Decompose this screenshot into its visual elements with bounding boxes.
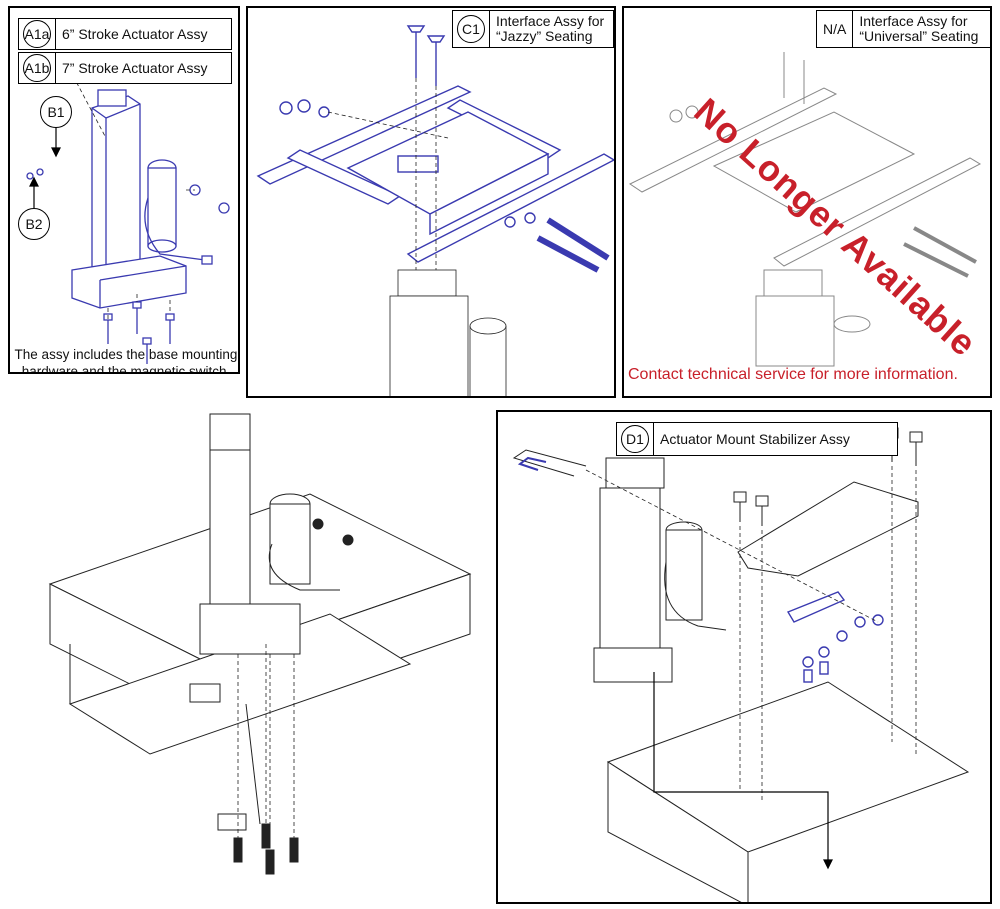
assembled-frame-illustration (48, 413, 472, 875)
contact-service-note: Contact technical service for more infor… (628, 366, 958, 383)
panel-interface-universal: N/A Interface Assy for “Universal” Seati… (622, 6, 992, 398)
part-code-a1b: A1b (23, 54, 51, 82)
callout-b2: B2 (18, 208, 50, 240)
part-label-d1: Actuator Mount Stabilizer Assy (660, 430, 850, 447)
interface-jazzy-illustration (256, 25, 614, 396)
part-label-na: Interface Assy for “Universal” Seating (859, 13, 979, 44)
part-code-d1: D1 (621, 425, 649, 453)
interface-universal-illustration (629, 52, 982, 367)
part-label-a1b: 7” Stroke Actuator Assy (62, 59, 208, 76)
callout-b1: B1 (40, 96, 72, 128)
part-header-na: N/A Interface Assy for “Universal” Seati… (816, 10, 990, 48)
part-header-c1: C1 Interface Assy for “Jazzy” Seating (452, 10, 614, 48)
part-code-na: N/A (817, 11, 854, 47)
panel-interface-jazzy: C1 Interface Assy for “Jazzy” Seating (246, 6, 616, 398)
assy-note: The assy includes the base mounting hard… (14, 347, 238, 374)
part-label-a1a: 6” Stroke Actuator Assy (62, 25, 208, 42)
part-label-c1: Interface Assy for “Jazzy” Seating (496, 13, 605, 44)
part-row-a1a: A1a 6” Stroke Actuator Assy (18, 18, 232, 50)
part-row-a1b: A1b 7” Stroke Actuator Assy (18, 52, 232, 84)
part-header-d1: D1 Actuator Mount Stabilizer Assy (616, 422, 898, 456)
panel-actuator-assy: A1a 6” Stroke Actuator Assy A1b 7” Strok… (8, 6, 240, 374)
stabilizer-illustration (512, 427, 970, 902)
part-code-a1a: A1a (23, 20, 51, 48)
panel-stabilizer-assy: D1 Actuator Mount Stabilizer Assy (496, 410, 992, 904)
actuator-illustration (26, 63, 230, 364)
part-code-c1: C1 (457, 15, 485, 43)
